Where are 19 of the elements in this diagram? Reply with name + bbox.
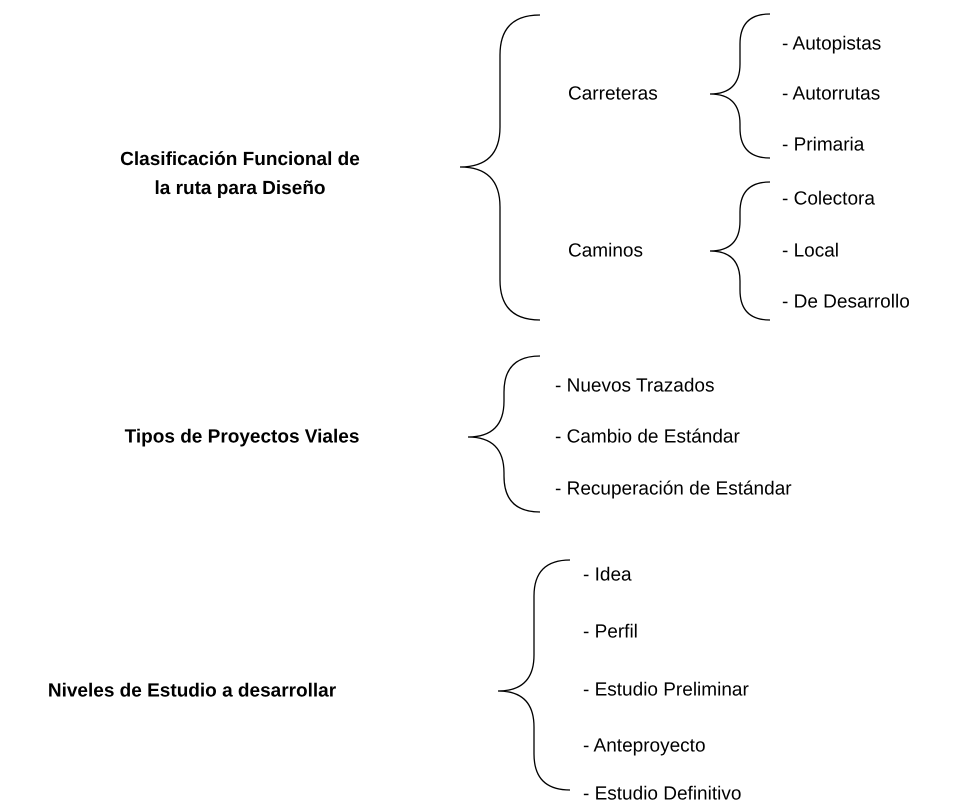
list-item: - Colectora — [782, 188, 875, 212]
list-item: - Anteproyecto — [583, 734, 706, 758]
list-item: - Autopistas — [782, 32, 882, 56]
list-item: - Cambio de Estándar — [555, 426, 740, 450]
list-item: - Nuevos Trazados — [555, 374, 714, 398]
list-item: Carreteras — [568, 82, 658, 106]
list-item: - Recuperación de Estándar — [555, 478, 792, 502]
group-heading: Tipos de Proyectos Viales — [124, 426, 360, 450]
list-item: - Idea — [583, 564, 632, 588]
list-item: - Estudio Definitivo — [583, 782, 742, 806]
list-item: - Local — [782, 240, 840, 264]
list-item: - Perfil — [583, 620, 638, 644]
list-item: Caminos — [568, 240, 643, 264]
list-item: - De Desarrollo — [782, 290, 910, 314]
list-item: - Autorrutas — [782, 82, 880, 106]
list-item: - Primaria — [782, 134, 864, 158]
list-item: - Estudio Preliminar — [583, 678, 749, 702]
group-heading: Clasificación Funcional de la ruta para Diseño — [119, 148, 361, 201]
group-heading: Niveles de Estudio a desarrollar — [46, 680, 338, 704]
